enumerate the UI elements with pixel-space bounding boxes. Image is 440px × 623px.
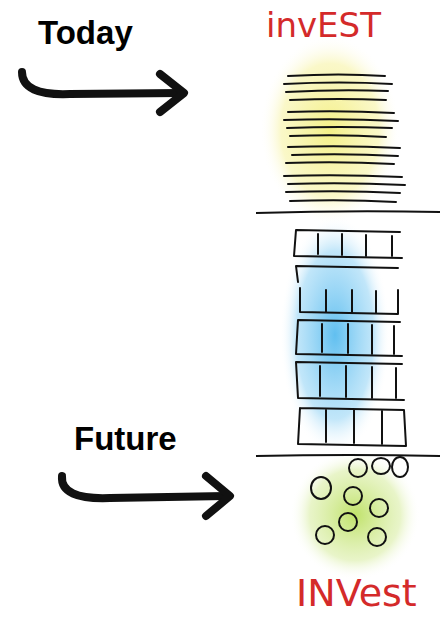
word-label: invEST xyxy=(266,8,381,42)
divider-line xyxy=(256,211,440,213)
bracket-stack xyxy=(294,230,406,446)
circle-cluster xyxy=(311,457,408,546)
time-label: Future xyxy=(74,422,177,455)
yellow-glow xyxy=(260,35,400,225)
pointer-arrow xyxy=(62,476,230,516)
pointer-arrow xyxy=(22,72,184,112)
stacked-lines xyxy=(284,75,405,203)
time-label: Today xyxy=(38,16,133,49)
green-glow xyxy=(290,450,420,580)
divider-line xyxy=(256,455,440,456)
word-label: INVest xyxy=(296,574,417,612)
